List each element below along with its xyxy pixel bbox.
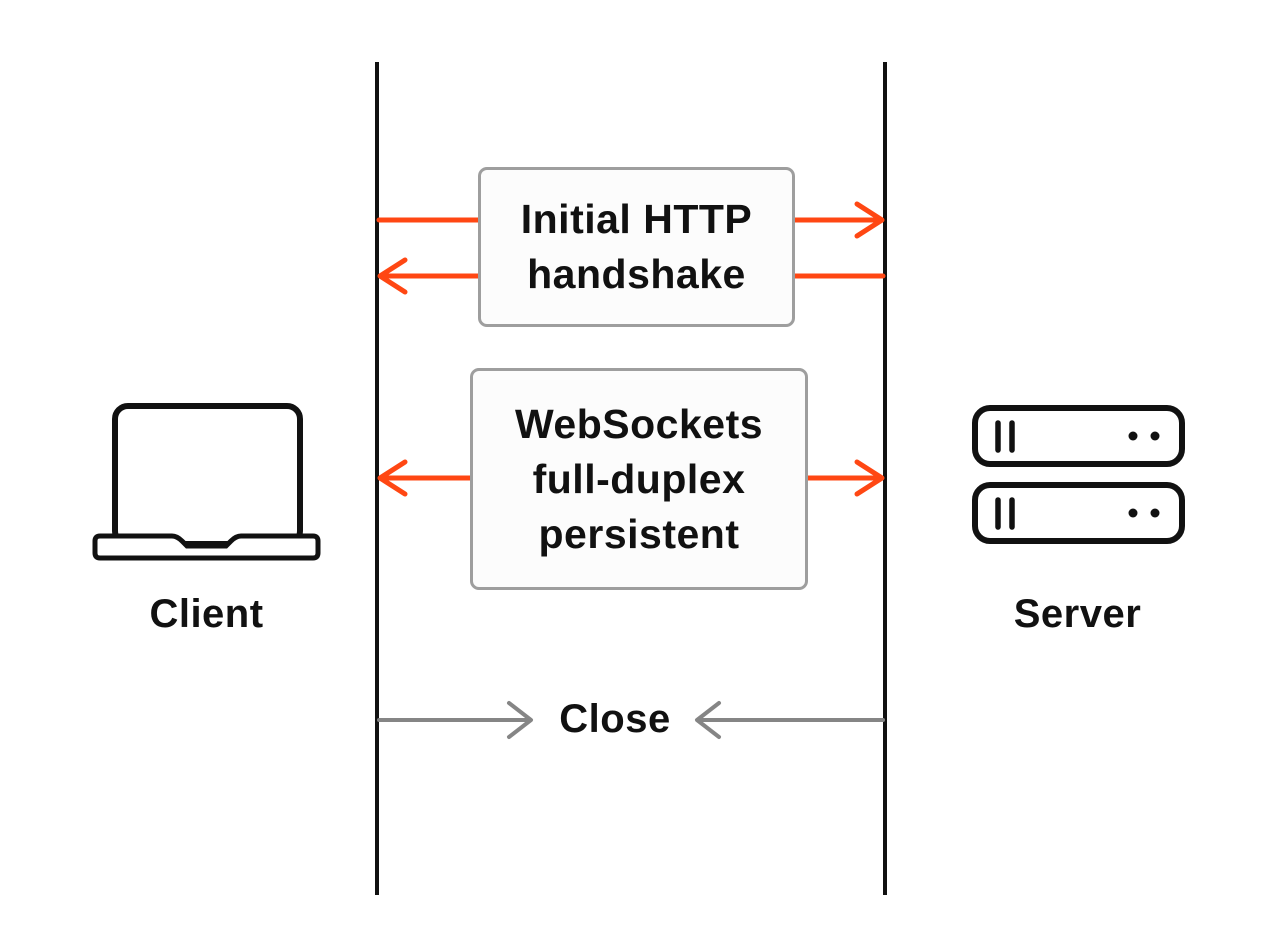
http-request-arrow xyxy=(376,201,885,239)
close-label: Close xyxy=(559,697,671,741)
ws-arrow-to-client xyxy=(377,459,473,497)
websockets-box: WebSockets full-duplex persistent xyxy=(470,368,808,590)
websockets-line2: full-duplex xyxy=(532,455,746,502)
websockets-line3: persistent xyxy=(538,510,740,557)
server-icon xyxy=(972,405,1185,544)
client-label: Client xyxy=(149,592,264,636)
close-arrow-from-server xyxy=(695,701,885,739)
laptop-icon xyxy=(92,403,321,561)
http-handshake-line2: handshake xyxy=(527,251,746,297)
close-arrow-from-client xyxy=(377,701,533,739)
server-label: Server xyxy=(1013,592,1142,636)
ws-arrow-to-server xyxy=(805,459,885,497)
websockets-line1: WebSockets xyxy=(514,400,764,447)
http-response-arrow xyxy=(377,257,886,295)
http-handshake-box: Initial HTTP handshake xyxy=(478,167,795,327)
http-handshake-line1: Initial HTTP xyxy=(520,196,753,242)
